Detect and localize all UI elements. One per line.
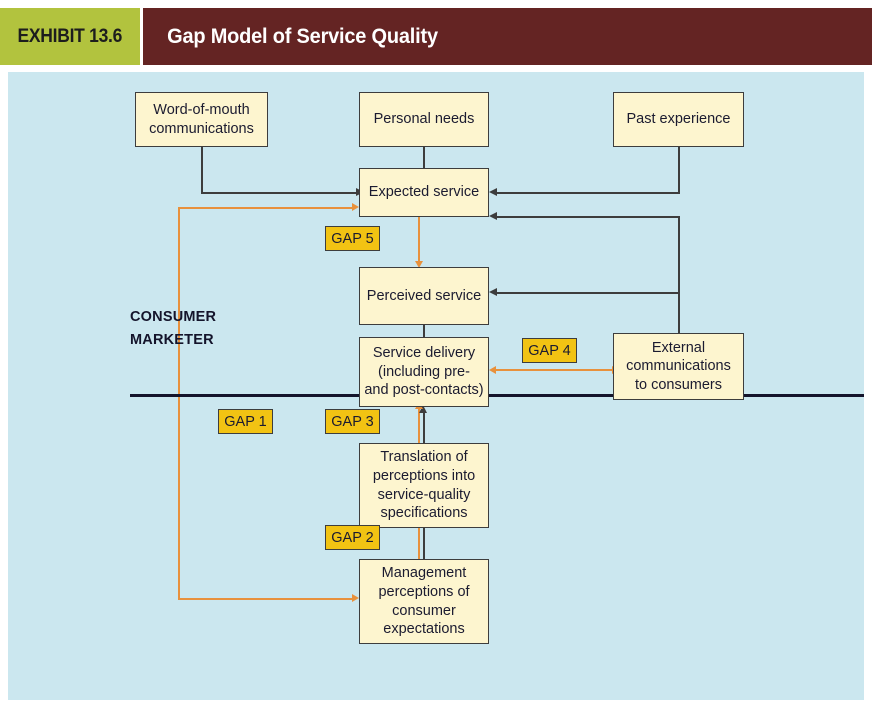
connector-translation-to-delivery [423,412,425,445]
connector-delivery-to-perceived [423,324,425,342]
page-title: Gap Model of Service Quality [167,24,438,48]
gap-badge-gap1-label: GAP 1 [224,413,267,430]
connector-past-exp-left [496,192,680,194]
gap1-top-horizontal [178,207,354,209]
gap1-vertical [178,207,180,599]
node-management-perceptions-label: Management perceptions of consumer expec… [378,565,470,638]
node-translation[interactable]: Translation of perceptions into service-… [359,443,489,528]
connector-extcomm-to-expected [496,216,680,218]
node-external-communications[interactable]: External communications to consumers [613,333,744,400]
connector-personal-needs-down [423,146,425,178]
gap-badge-gap1[interactable]: GAP 1 [218,409,273,434]
node-translation-label: Translation of perceptions into service-… [372,449,476,522]
arrowhead-past-exp-to-expected [489,188,497,196]
gap2-double-arrow-line [418,524,420,562]
consumer-label: CONSUMER [130,309,217,325]
gap4-double-arrow-line [496,369,614,371]
gap-badge-gap5-label: GAP 5 [331,230,374,247]
gap-badge-gap2-label: GAP 2 [331,529,374,546]
arrowhead-extcomm-to-perceived [489,288,497,296]
gap5-double-arrow-line [418,216,420,262]
node-word-of-mouth[interactable]: Word-of-mouth communications [135,92,268,147]
gap-badge-gap4[interactable]: GAP 4 [522,338,577,363]
connector-past-exp-down [678,146,680,193]
gap-badge-gap5[interactable]: GAP 5 [325,226,380,251]
consumer-marketer-divider [130,394,864,398]
node-expected-service[interactable]: Expected service [359,168,489,217]
node-perceived-service[interactable]: Perceived service [359,267,489,325]
diagram-canvas: CONSUMER MARKETER Word-of-mouth communic… [8,72,864,700]
gap-badge-gap3[interactable]: GAP 3 [325,409,380,434]
arrowhead-gap4-left [489,365,496,374]
gap-badge-gap4-label: GAP 4 [528,342,571,359]
node-perceived-service-label: Perceived service [366,287,482,304]
marketer-label: MARKETER [130,332,214,348]
gap-badge-gap3-label: GAP 3 [331,413,374,430]
node-past-experience-label: Past experience [626,111,731,128]
connector-management-to-translation [423,527,425,562]
arrowhead-gap1-to-management [352,594,359,602]
exhibit-number-badge: EXHIBIT 13.6 [0,8,140,65]
exhibit-number-label: EXHIBIT 13.6 [17,25,123,47]
node-expected-service-label: Expected service [368,184,480,201]
node-management-perceptions[interactable]: Management perceptions of consumer expec… [359,559,489,644]
arrowhead-extcomm-to-expected [489,212,497,220]
arrowhead-gap5-down [414,261,423,268]
node-external-communications-label: External communications to consumers [626,339,731,393]
connector-extcomm-to-perceived [496,292,680,294]
node-past-experience[interactable]: Past experience [613,92,744,147]
node-service-delivery[interactable]: Service delivery (including pre- and pos… [359,337,489,407]
connector-wom-down [201,146,203,193]
node-word-of-mouth-label: Word-of-mouth communications [149,101,254,137]
exhibit-title-bar: Gap Model of Service Quality [143,8,872,65]
connector-extcomm-vertical-upper [678,217,680,345]
gap1-bottom-horizontal [178,598,354,600]
connector-extcomm-vertical-lower [678,292,680,324]
node-personal-needs[interactable]: Personal needs [359,92,489,147]
connector-wom-right [201,192,359,194]
exhibit-header: EXHIBIT 13.6 Gap Model of Service Qualit… [0,8,872,65]
arrowhead-translation-to-delivery [419,405,427,413]
node-personal-needs-label: Personal needs [373,111,475,128]
node-service-delivery-label: Service delivery (including pre- and pos… [364,345,484,399]
gap-badge-gap2[interactable]: GAP 2 [325,525,380,550]
gap3-double-arrow-line [418,408,420,446]
arrowhead-gap1-to-expected [352,203,359,211]
